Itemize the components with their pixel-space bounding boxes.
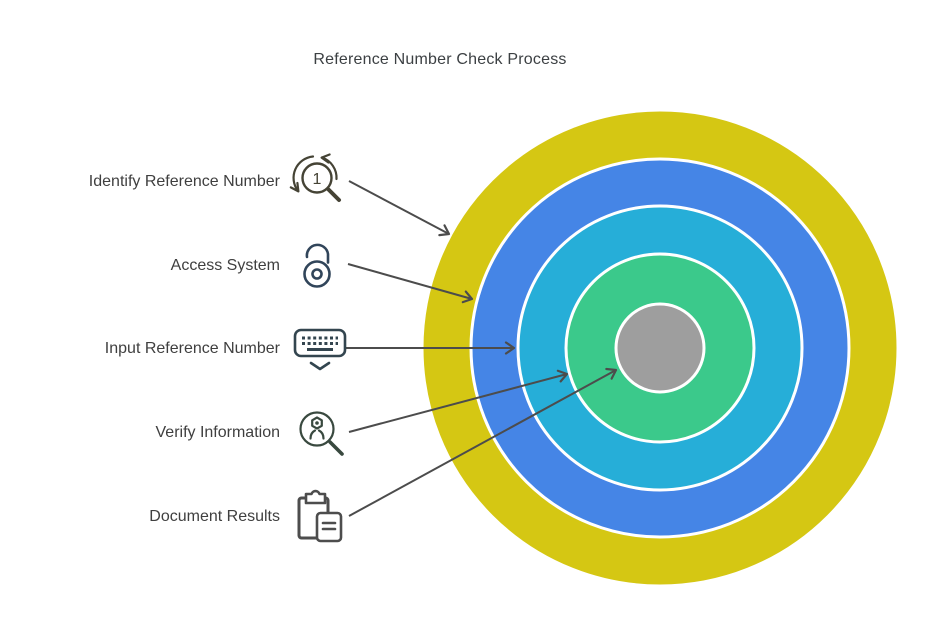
magnifier-inspect-icon — [288, 401, 352, 465]
step-2-arrow — [347, 263, 474, 304]
step-document-results: Document Results — [0, 485, 352, 549]
step-label: Identify Reference Number — [88, 173, 280, 190]
diagram-title: Reference Number Check Process — [313, 51, 567, 68]
step-label: Document Results — [149, 508, 280, 525]
magnifier-number-1-refresh-icon: 1 — [288, 150, 352, 214]
step-input-reference-number: Input Reference Number — [0, 317, 352, 381]
step-label: Access System — [170, 257, 280, 274]
step-access-system: Access System — [0, 234, 352, 298]
ring-5-core — [614, 302, 706, 394]
arrows-layer — [346, 180, 618, 517]
step-label: Input Reference Number — [104, 340, 280, 357]
step-label: Verify Information — [155, 424, 281, 441]
clipboard-document-icon — [288, 485, 352, 549]
keyboard-icon — [288, 317, 352, 381]
step-5-arrow — [348, 367, 618, 517]
step-4-arrow — [348, 369, 569, 433]
step-verify-information: Verify Information — [0, 401, 352, 465]
rings-layer — [420, 108, 900, 588]
step-identify-reference-number: Identify Reference Number 1 — [0, 150, 352, 214]
open-padlock-icon — [288, 234, 352, 298]
svg-text:1: 1 — [313, 171, 322, 188]
step-1-arrow — [348, 180, 451, 237]
